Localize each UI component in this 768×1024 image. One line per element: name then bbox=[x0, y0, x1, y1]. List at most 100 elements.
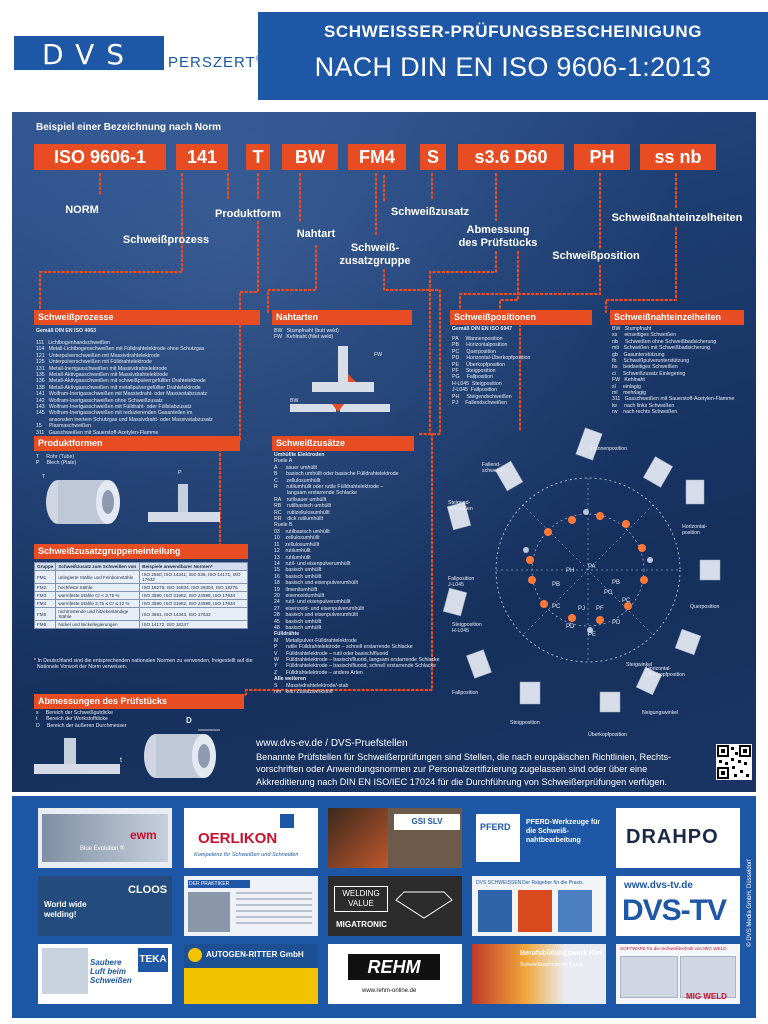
section-details-header: Schweißnahteinzelheiten bbox=[610, 310, 744, 325]
copyright-text: © DVS Media GmbH, Düsseldorf bbox=[747, 859, 753, 947]
position-row: H-L045 Steigposition bbox=[452, 380, 502, 387]
filler-row: 48 basisch umhüllt bbox=[274, 624, 322, 631]
segment-filler: S bbox=[420, 144, 446, 170]
position-diagram bbox=[442, 427, 721, 713]
ad-migatronic[interactable]: WELDING VALUE MIGATRONIC bbox=[328, 876, 462, 936]
table-cell: ISO 18275, ISO 16834, ISO 26304, ISO 182… bbox=[139, 583, 248, 592]
detail-row: rw nach rechts Schweißen bbox=[612, 409, 678, 416]
filler-row: 03 rutilbasisch umhüllt bbox=[274, 528, 330, 535]
processes-note: Gemäß DIN EN ISO 4063 bbox=[36, 328, 96, 334]
details-list: BW Stumpfnaht ss einseitiges Schweißen n… bbox=[612, 326, 734, 416]
ring-label: PH bbox=[566, 568, 575, 574]
segment-weldtype: BW bbox=[282, 144, 338, 170]
table-cell: FM5 bbox=[33, 607, 57, 621]
filler-row: 11 zellulosumhüllt bbox=[274, 541, 320, 548]
table-cell: ISO 2560, ISO 14341, ISO 636, ISO 14171,… bbox=[139, 570, 248, 584]
label-process: Schweißprozess bbox=[122, 234, 210, 246]
process-row: 136 Metall-Aktivgasschweißen mit schweiß… bbox=[36, 378, 206, 385]
filler-row: Y Fülldrahtelektrode – basisch/fluorid, … bbox=[274, 663, 436, 670]
ad-oerlikon-logo: OERLIKON bbox=[198, 830, 278, 847]
dimension-row: t Bereich der Werkstoffdicke bbox=[36, 716, 108, 723]
ad-dvs-buch-tagline: Der Ratgeber für die Praxis bbox=[522, 880, 583, 886]
dvs-logo-text: DVS bbox=[42, 38, 136, 71]
ad-autogen-ritter-logo: AUTOGEN-RITTER GmbH bbox=[206, 950, 304, 959]
label-filler-group-1: Schweiß- bbox=[350, 242, 400, 254]
position-row: PG Fallposition bbox=[452, 374, 493, 381]
ad-dvs-tv[interactable]: www.dvs-tv.de DVS-TV bbox=[616, 876, 740, 936]
ad-gbw-tagline: Schweißtechnische Kurse bbox=[520, 962, 584, 968]
ad-praktiker[interactable]: DER PRAKTIKER bbox=[184, 876, 318, 936]
dimension-row: D Bereich der äußeren Durchmesser bbox=[36, 722, 127, 729]
process-row: ansonsten inertem Schutzgas und Massivdr… bbox=[36, 416, 213, 423]
ad-drahpo[interactable]: DRAHPO bbox=[616, 808, 740, 868]
ad-oerlikon[interactable]: OERLIKON Kompetenz für Schweißen und Sch… bbox=[184, 808, 318, 868]
table-cell: warmfeste Stähle Cr < 3,75 % bbox=[55, 591, 141, 600]
p-label: P bbox=[178, 470, 182, 476]
table-cell: FM1 bbox=[33, 570, 57, 584]
position-row: PD Horizontal-Überkopfposition bbox=[452, 355, 531, 362]
filler-row: R rutilumhüllt oder rutile Fülldrahtelek… bbox=[274, 484, 384, 491]
ad-cloos-tagline: World wide welding! bbox=[44, 900, 87, 919]
ad-oerlikon-tagline: Kompetenz für Schweißen und Schneiden bbox=[194, 852, 299, 858]
filler-row: 10 zellulosumhüllt bbox=[274, 535, 320, 542]
ad-cloos[interactable]: CLOOS World wide welding! bbox=[38, 876, 172, 936]
ad-mig-weld[interactable]: SOFTWARE für die Schweißtechnik von MIG … bbox=[616, 944, 740, 1004]
filler-row: 13 rutilumhüllt bbox=[274, 554, 311, 561]
table-cell: FM4 bbox=[33, 599, 57, 608]
filler-row: 24 rutil- und eisenpulverumhüllt bbox=[274, 599, 351, 606]
ad-pferd-logo: PFERD bbox=[480, 822, 511, 832]
detail-row: sl einlagig bbox=[612, 383, 641, 390]
filler-row: RC rutilzellulosumhüllt bbox=[274, 509, 330, 516]
header-banner bbox=[258, 12, 768, 100]
detail-row: FW Kehlnaht bbox=[612, 377, 645, 384]
ad-migatronic-headline: WELDING VALUE bbox=[334, 886, 388, 912]
filler-row: 19 ilmenitumhüllt bbox=[274, 586, 318, 593]
productforms-list: T Rohr (Tube) P Blech (Plate) bbox=[36, 454, 76, 467]
copyright: © DVS Media GmbH, Düsseldorf bbox=[742, 800, 754, 1010]
process-row: 145 Wolfram-Inertgasschweißen mit reduzi… bbox=[36, 410, 193, 417]
filler-row: 45 basisch umhüllt bbox=[274, 618, 322, 625]
ad-autogen-ritter[interactable]: AUTOGEN-RITTER GmbH bbox=[184, 944, 318, 1004]
t-dimension-label: t bbox=[120, 757, 122, 764]
ad-teka[interactable]: Saubere Luft beim Schweißen TEKA bbox=[38, 944, 172, 1004]
ad-gbw[interactable]: Berufsbildungswerk Kiel Schweißtechnisch… bbox=[472, 944, 606, 1004]
ad-gsi[interactable]: GSI SLV bbox=[328, 808, 462, 868]
ad-pferd[interactable]: PFERD PFERD-Werkzeuge für die Schweiß-na… bbox=[472, 808, 606, 868]
process-row: 138 Metall-Aktivgasschweißen mit metallp… bbox=[36, 384, 201, 391]
segment-position: PH bbox=[574, 144, 630, 170]
table-header-cell: Beispiele anwendbarer Normen* bbox=[139, 562, 248, 571]
label-filler: Schweißzusatz bbox=[390, 206, 470, 218]
ring-label: PC bbox=[622, 598, 631, 604]
weldtype-row: BW Stumpfnaht (butt weld) bbox=[274, 328, 339, 334]
qr-code[interactable] bbox=[716, 744, 752, 780]
segment-productform: T bbox=[246, 144, 270, 170]
segment-norm: ISO 9606-1 bbox=[34, 144, 166, 170]
section-groups-header: Schweißzusatzgruppeneinteilung bbox=[34, 544, 248, 559]
example-heading: Beispiel einer Bezeichnung nach Norm bbox=[36, 122, 222, 133]
page-subtitle: NACH DIN EN ISO 9606-1:2013 bbox=[314, 52, 712, 82]
process-row: 121 Unterpulverschweißen mit Massivdraht… bbox=[36, 352, 160, 359]
productform-illustration bbox=[46, 480, 220, 524]
ad-praktiker-logo: DER PRAKTIKER bbox=[188, 880, 250, 888]
ad-rehm[interactable]: REHM www.rehm-online.de bbox=[328, 944, 462, 1004]
ad-ewm-tagline: Blue Evolution ® bbox=[80, 846, 125, 852]
ad-ewm[interactable]: ewm Blue Evolution ® bbox=[38, 808, 172, 868]
ad-dvs-buch[interactable]: DVS SCHWEISSEN Der Ratgeber für die Prax… bbox=[472, 876, 606, 936]
fillers-list: Umhüllte Elektroden Ruele A A sauer umhü… bbox=[274, 452, 440, 695]
segment-process: 141 bbox=[176, 144, 228, 170]
diagram-label-horiz-ueber: Horizontal- Überkopfposition bbox=[646, 666, 685, 679]
info-link[interactable]: www.dvs-ev.de / DVS-Pruefstellen bbox=[256, 738, 408, 749]
filler-row: Z Fülldrahtelektrode – andere Arten bbox=[274, 669, 363, 676]
ad-rehm-url: www.rehm-online.de bbox=[362, 988, 417, 994]
ad-rehm-logo: REHM bbox=[348, 954, 440, 980]
fw-label: FW bbox=[374, 352, 383, 358]
detail-row: BW Stumpfnaht bbox=[612, 326, 652, 332]
section-weldtypes-header: Nahtarten bbox=[272, 310, 412, 325]
filler-row: nm kein Zusatzwerkstoff bbox=[274, 689, 333, 696]
filler-row: Fülldrähte bbox=[274, 631, 300, 638]
position-row: PE Überkopfposition bbox=[452, 361, 506, 368]
dimensions-list: s Bereich der Schweißgutdicke t Bereich … bbox=[36, 710, 127, 729]
